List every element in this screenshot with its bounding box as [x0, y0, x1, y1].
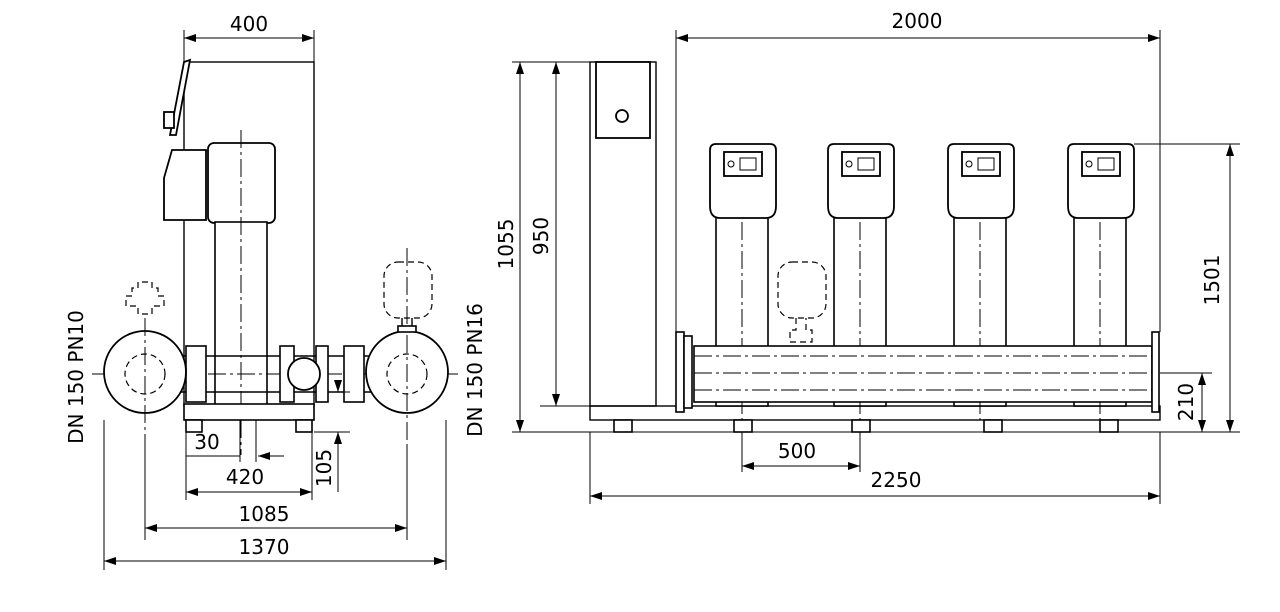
side-flange-1: [185, 345, 207, 403]
dim-foot-span: 420: [226, 465, 264, 489]
side-view: 400 30 420 105 1085 1370 DN 150 PN10 DN …: [64, 12, 487, 570]
outlet-label: DN 150 PN16: [463, 303, 487, 437]
dim-side-width-top: 400: [230, 12, 268, 36]
dim-manifold-length: 2000: [892, 9, 943, 33]
side-controller-box: [163, 149, 207, 221]
dim-foot-offset: 30: [194, 430, 219, 454]
side-flange-4: [343, 345, 365, 403]
front-foot-2: [733, 419, 753, 433]
side-base-frame: [183, 403, 315, 421]
dim-overall-height: 1055: [494, 219, 518, 270]
front-foot-3: [851, 419, 871, 433]
inlet-label: DN 150 PN10: [64, 310, 88, 444]
side-cabinet-door: [168, 58, 192, 136]
dim-overall-width: 1370: [239, 535, 290, 559]
dim-cabinet-height: 950: [529, 217, 553, 255]
dim-pipe-height: 210: [1174, 383, 1198, 421]
front-cabinet-lock: [615, 109, 629, 123]
front-foot-4: [983, 419, 1003, 433]
inlet-valve-symbol: [125, 281, 165, 315]
front-foot-1: [613, 419, 633, 433]
side-foot-left: [185, 419, 203, 433]
front-flange-left-outer: [675, 331, 685, 413]
front-view: 2000 1055 950 1501 210 500 2250: [494, 9, 1240, 504]
front-cabinet-door: [595, 61, 651, 139]
side-expansion-tank: [383, 261, 433, 319]
dim-inlet-outlet-span: 1085: [239, 502, 290, 526]
dim-foot-pitch: 500: [778, 439, 816, 463]
side-cabinet-handle: [163, 111, 175, 129]
side-foot-right: [295, 419, 313, 433]
dim-height-offset: 105: [312, 449, 336, 487]
front-flange-left-inner: [683, 335, 693, 409]
front-foot-5: [1099, 419, 1119, 433]
front-manifold-pipe: [693, 345, 1153, 403]
dim-pump-height: 1501: [1200, 255, 1224, 306]
front-expansion-tank: [777, 261, 827, 319]
side-valve: [287, 357, 321, 391]
dim-base-length: 2250: [871, 468, 922, 492]
front-flange-right: [1151, 331, 1160, 413]
